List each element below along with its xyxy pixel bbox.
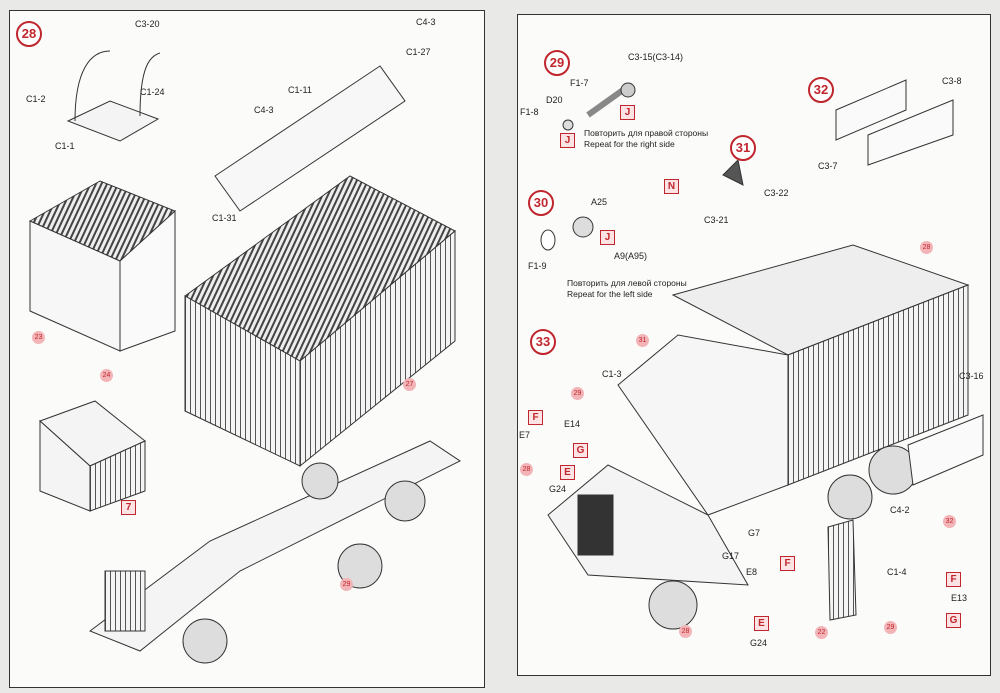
part-label: F1-7 bbox=[570, 78, 589, 88]
part-label: D20 bbox=[546, 95, 563, 105]
step-ref: 27 bbox=[403, 378, 416, 391]
step-ref: 32 bbox=[943, 515, 956, 528]
part-label: C3-15(C3-14) bbox=[628, 52, 684, 62]
paint-code: G bbox=[946, 613, 961, 628]
part-label: C3-22 bbox=[764, 188, 789, 198]
step-ref: 22 bbox=[815, 626, 828, 639]
part-label: C1-31 bbox=[212, 213, 237, 223]
note-en: Repeat for the left side bbox=[567, 289, 653, 299]
step-ref: 28 bbox=[679, 625, 692, 638]
step-ref: 28 bbox=[920, 241, 933, 254]
part-label: E14 bbox=[564, 419, 581, 429]
step-number: 33 bbox=[530, 329, 556, 355]
part-label: C3-21 bbox=[704, 215, 729, 225]
paint-code: G bbox=[573, 443, 588, 458]
paint-code: F bbox=[946, 572, 961, 587]
step-ref: 23 bbox=[32, 331, 45, 344]
paint-code: E bbox=[560, 465, 575, 480]
step-number: 29 bbox=[544, 50, 570, 76]
step-ref: 29 bbox=[571, 387, 584, 400]
right-page-panel: 29 C3-15(C3-14) F1-7 D20 F1-8 J J Повтор… bbox=[517, 14, 991, 676]
step-ref: 28 bbox=[520, 463, 533, 476]
step-28-illustration bbox=[28, 50, 461, 664]
part-label: G7 bbox=[748, 528, 761, 538]
paint-code: J bbox=[620, 105, 635, 120]
part-label: F1-9 bbox=[528, 261, 547, 271]
left-page-panel: jmodels 28 C3-20 C1-2 C1-24 C1-1 C4-3 C1… bbox=[9, 10, 485, 688]
part-label: C4-2 bbox=[890, 505, 910, 515]
step-ref: 29 bbox=[340, 578, 353, 591]
paint-code: E bbox=[754, 616, 769, 631]
part-label: C1-24 bbox=[140, 87, 165, 97]
paint-code: N bbox=[664, 179, 679, 194]
paint-code: F bbox=[528, 410, 543, 425]
part-label: E7 bbox=[519, 430, 531, 440]
note-en: Repeat for the right side bbox=[584, 139, 675, 149]
part-label: C1-1 bbox=[55, 141, 75, 151]
step-number: 30 bbox=[528, 190, 554, 216]
step-ref: 29 bbox=[884, 621, 897, 634]
part-label: G24 bbox=[750, 638, 768, 648]
step-ref: 24 bbox=[100, 369, 113, 382]
part-label: E13 bbox=[951, 593, 968, 603]
part-label: C1-4 bbox=[887, 567, 907, 577]
step-number: 28 bbox=[16, 21, 42, 47]
paint-code: J bbox=[560, 133, 575, 148]
part-label: E8 bbox=[746, 567, 758, 577]
part-label: C1-27 bbox=[406, 47, 431, 57]
step-ref: 31 bbox=[636, 334, 649, 347]
paint-code: J bbox=[600, 230, 615, 245]
part-label: G24 bbox=[549, 484, 567, 494]
part-label: C1-11 bbox=[288, 85, 312, 95]
paint-code: F bbox=[780, 556, 795, 571]
part-label: C3-20 bbox=[135, 19, 160, 29]
part-label: F1-8 bbox=[520, 107, 539, 117]
part-label: C3-16 bbox=[959, 371, 984, 381]
part-label: C1-2 bbox=[26, 94, 46, 104]
part-label: C4-3 bbox=[254, 105, 274, 115]
step-number: 31 bbox=[730, 135, 756, 161]
step-number: 32 bbox=[808, 77, 834, 103]
part-label: A25 bbox=[591, 197, 608, 207]
step-29-33-illustrations bbox=[540, 79, 984, 630]
part-label: G17 bbox=[722, 551, 740, 561]
step-ref-box: 7 bbox=[121, 500, 136, 515]
note-ru: Повторить для левой стороны bbox=[567, 278, 687, 288]
part-label: C3-8 bbox=[942, 76, 962, 86]
part-label: C4-3 bbox=[416, 17, 436, 27]
note-ru: Повторить для правой стороны bbox=[584, 128, 709, 138]
part-label: C1-3 bbox=[602, 369, 622, 379]
part-label: C3-7 bbox=[818, 161, 838, 171]
part-label: A9(A95) bbox=[614, 251, 648, 261]
